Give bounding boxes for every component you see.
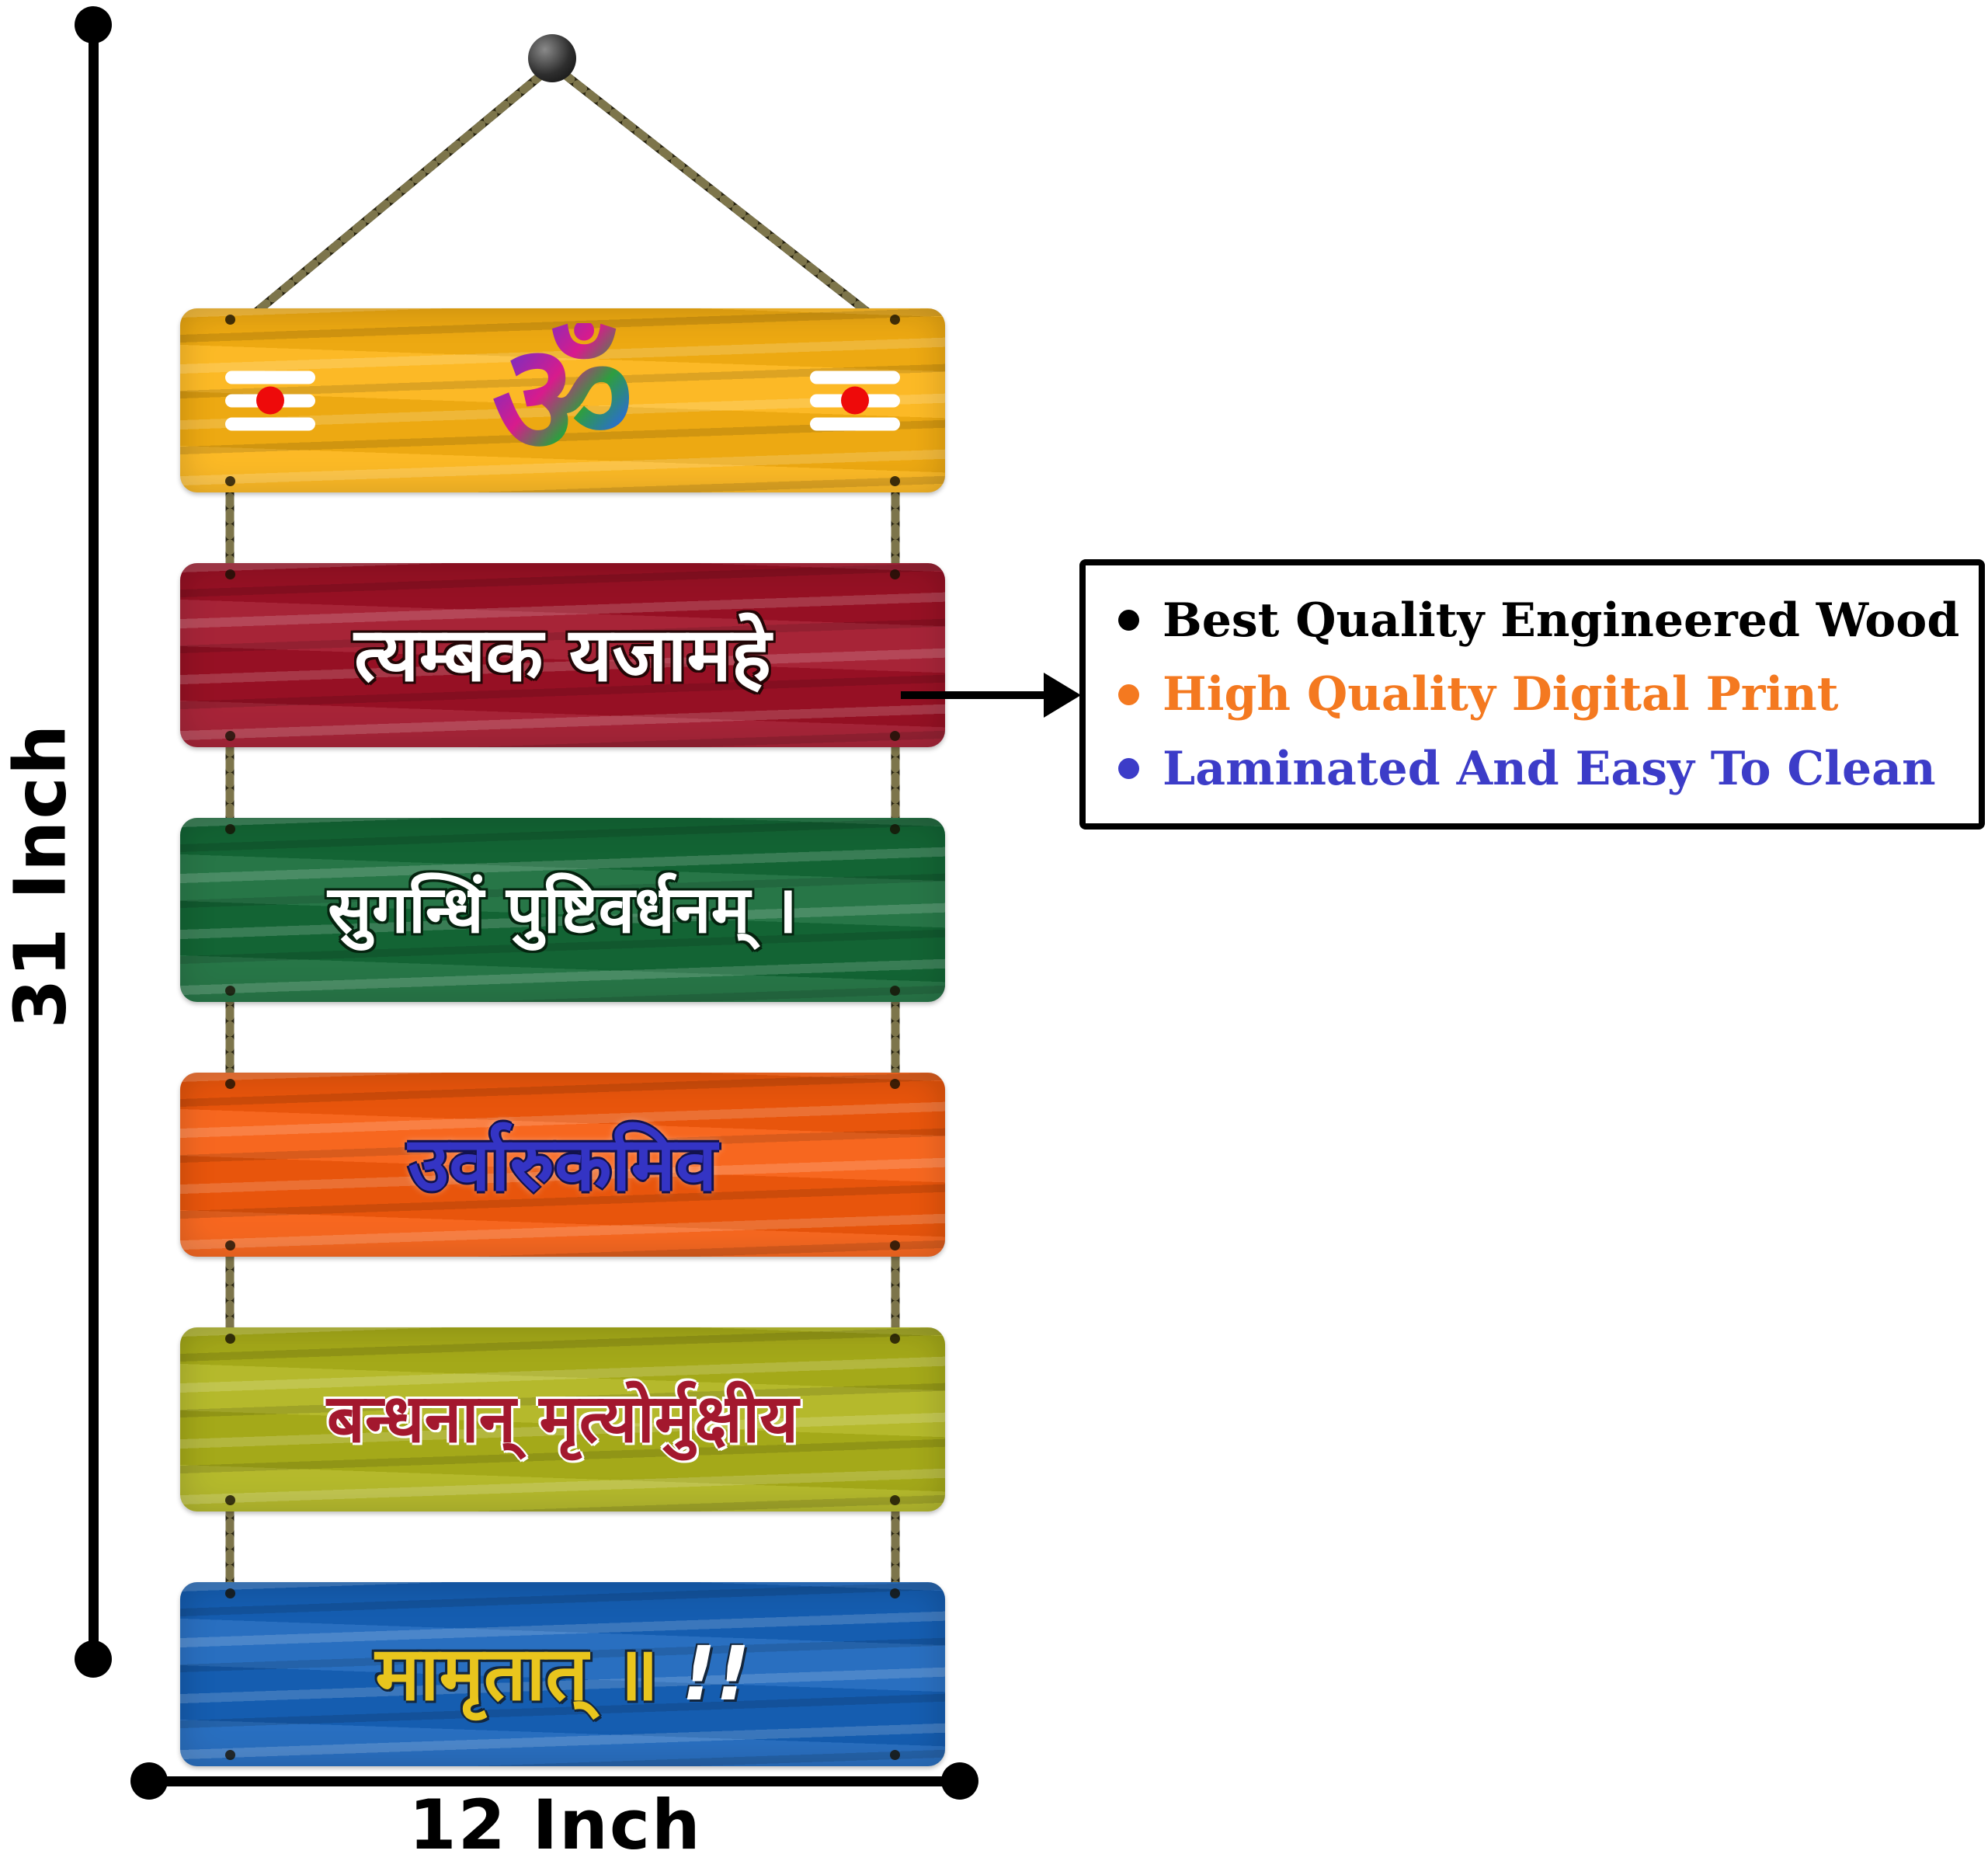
width-dimension-line	[148, 1776, 960, 1786]
mantra-text: बन्धनान् मृत्योर्मुक्षीय	[326, 1380, 799, 1459]
om-icon: ॐ	[492, 309, 634, 491]
rope-hole	[890, 315, 900, 325]
rope-hole	[890, 986, 900, 996]
hanging-knob	[528, 34, 576, 82]
rope-hole	[890, 1495, 900, 1505]
feature-label: Best Quality Engineered Wood	[1163, 593, 1960, 648]
rope-hole	[225, 1750, 235, 1760]
width-dimension-label: 12 Inch	[408, 1785, 702, 1854]
dimension-endpoint	[941, 1762, 978, 1800]
rope-hole	[225, 824, 235, 834]
feature-callout-box: Best Quality Engineered Wood High Qualit…	[1079, 559, 1985, 830]
rope-hole	[225, 1079, 235, 1089]
mantra-text-main: मामृतात् ॥	[375, 1630, 659, 1718]
rope-hole	[225, 569, 235, 579]
plank-om: ॐ	[180, 308, 945, 492]
bullet-icon	[1118, 610, 1139, 631]
rope-hole	[890, 1750, 900, 1760]
rope-hole	[890, 476, 900, 486]
rope-hole	[225, 315, 235, 325]
tilak-bar	[225, 417, 315, 430]
plank-mantra-line-4: बन्धनान् मृत्योर्मुक्षीय	[180, 1327, 945, 1511]
tilak-bar	[810, 370, 900, 384]
rope-hole	[225, 476, 235, 486]
rope-hole	[890, 569, 900, 579]
rope-hole	[225, 1240, 235, 1250]
rope-hole	[225, 986, 235, 996]
mantra-text: त्यम्बक यजामहे	[354, 611, 771, 699]
rope-hole	[225, 1334, 235, 1344]
rope-hole	[890, 824, 900, 834]
dimension-endpoint	[75, 1640, 112, 1678]
plank-mantra-line-2: सुगन्धिं पुष्टिवर्धनम् ।	[180, 818, 945, 1002]
callout-arrow-line	[901, 691, 1050, 699]
rope-hole	[225, 731, 235, 741]
feature-item: High Quality Digital Print	[1118, 667, 1946, 722]
rope-hole	[890, 731, 900, 741]
tilak-dot-icon	[841, 386, 869, 415]
mantra-text: मामृतात् ॥!!	[375, 1631, 749, 1717]
dimension-endpoint	[130, 1762, 168, 1800]
plank-mantra-line-5: मामृतात् ॥!!	[180, 1582, 945, 1766]
mantra-text: उर्वारुकमिव	[408, 1121, 718, 1209]
rope-hole	[890, 1334, 900, 1344]
rope-hole	[225, 1495, 235, 1505]
mantra-text-suffix: !!	[682, 1630, 750, 1718]
rope-hole	[890, 1079, 900, 1089]
rope-hole	[890, 1588, 900, 1598]
dimension-endpoint	[75, 6, 112, 43]
callout-arrow-head-icon	[1044, 673, 1081, 718]
feature-item: Best Quality Engineered Wood	[1118, 593, 1959, 648]
rope-hole	[890, 1240, 900, 1250]
feature-label: Laminated And Easy To Clean	[1163, 741, 1936, 796]
feature-item: Laminated And Easy To Clean	[1118, 742, 1946, 796]
tilak-bar	[225, 370, 315, 384]
height-dimension-line	[89, 23, 99, 1661]
tilak-left-icon	[225, 370, 315, 430]
mantra-text: सुगन्धिं पुष्टिवर्धनम् ।	[328, 871, 798, 948]
plank-mantra-line-3: उर्वारुकमिव	[180, 1073, 945, 1257]
rope-hole	[225, 1588, 235, 1598]
height-dimension-label: 31 Inch	[0, 722, 82, 1029]
tilak-dot-icon	[256, 386, 284, 415]
tilak-bar	[810, 417, 900, 430]
feature-label: High Quality Digital Print	[1163, 667, 1839, 722]
tilak-right-icon	[810, 370, 900, 430]
plank-mantra-line-1: त्यम्बक यजामहे	[180, 563, 945, 747]
bullet-icon	[1118, 684, 1139, 705]
bullet-icon	[1118, 758, 1139, 779]
